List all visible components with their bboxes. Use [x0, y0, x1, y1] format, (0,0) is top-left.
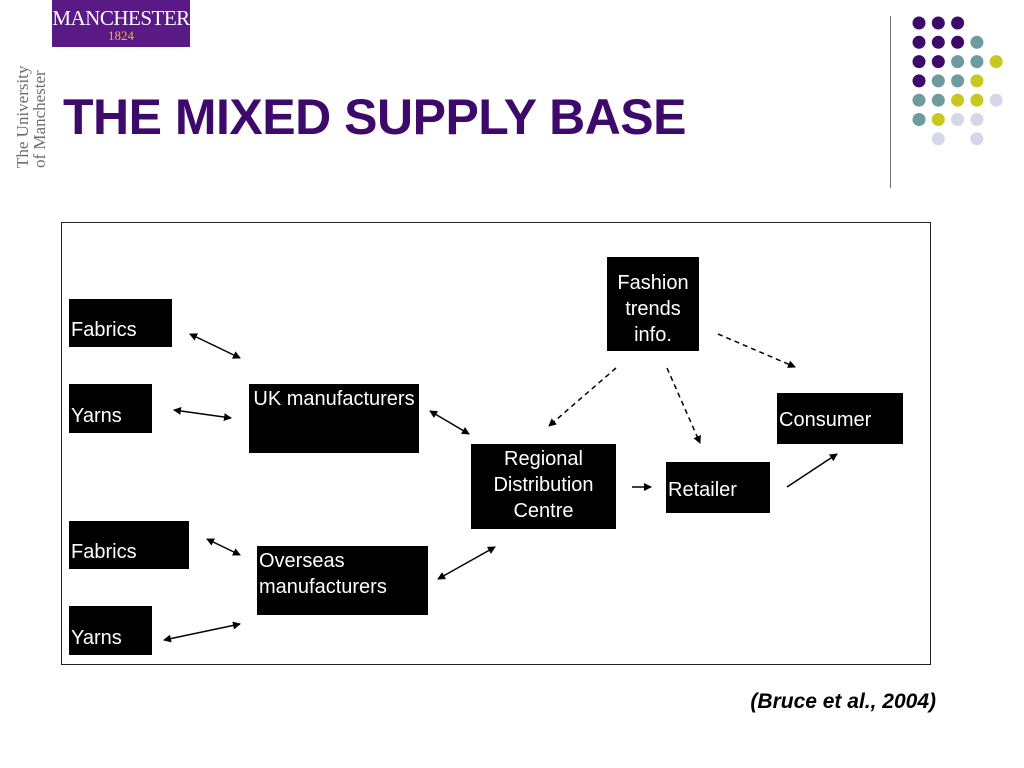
- decor-dot: [951, 93, 965, 107]
- decor-dot: [912, 74, 926, 88]
- decor-dot: [912, 93, 926, 107]
- decor-dot: [931, 113, 945, 126]
- decor-dot: [951, 35, 965, 49]
- decor-dot: [970, 93, 984, 107]
- decor-dot: [912, 16, 926, 30]
- decor-dot: [951, 113, 965, 126]
- decor-dot: [912, 113, 926, 126]
- decor-dot: [970, 132, 984, 146]
- decor-dot: [989, 55, 1003, 69]
- decor-dot: [989, 93, 1003, 107]
- slide-title: THE MIXED SUPPLY BASE: [63, 89, 687, 145]
- decor-dot: [951, 16, 965, 30]
- manchester-logo: MANCHESTER 1824: [52, 0, 190, 47]
- node-uk-manufacturers: UK manufacturers: [249, 384, 419, 453]
- node-yarns-2: Yarns: [69, 606, 152, 655]
- node-fabrics-1: Fabrics: [69, 299, 172, 347]
- decor-dot: [931, 35, 945, 49]
- decor-dot: [931, 132, 945, 146]
- decor-dot: [931, 74, 945, 88]
- node-regional-distribution-centre: Regional Distribution Centre: [471, 444, 616, 529]
- decorative-dot-grid: [912, 16, 1003, 146]
- decor-dot: [912, 35, 926, 49]
- node-yarns-1: Yarns: [69, 384, 152, 433]
- decor-dot: [970, 35, 984, 49]
- node-fashion-trends: Fashion trends info.: [607, 257, 699, 351]
- header-divider: [890, 16, 891, 188]
- decor-dot: [931, 16, 945, 30]
- node-overseas-manufacturers: Overseas manufacturers: [257, 546, 428, 615]
- decor-dot: [970, 74, 984, 88]
- decor-dot: [951, 55, 965, 69]
- citation: (Bruce et al., 2004): [750, 690, 936, 713]
- node-consumer: Consumer: [777, 393, 903, 444]
- decor-dot: [931, 55, 945, 69]
- decor-dot: [951, 74, 965, 88]
- decor-dot: [970, 55, 984, 69]
- logo-year: 1824: [108, 28, 134, 43]
- decor-dot: [931, 93, 945, 107]
- diagram-frame: [61, 222, 931, 665]
- logo-wordmark: MANCHESTER: [52, 6, 190, 30]
- node-retailer: Retailer: [666, 462, 770, 513]
- decor-dot: [970, 113, 984, 126]
- decor-dot: [912, 55, 926, 69]
- node-fabrics-2: Fabrics: [69, 521, 189, 569]
